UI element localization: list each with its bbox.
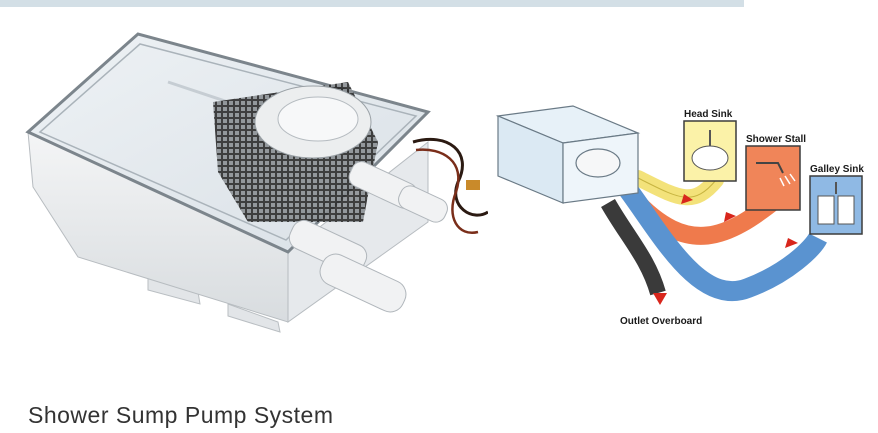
hose-outlet [601, 199, 666, 296]
hose-blue [615, 176, 827, 301]
label-head-sink: Head Sink [684, 109, 733, 120]
figure-caption: Shower Sump Pump System [28, 402, 334, 428]
sump-pump-photo [25, 32, 488, 333]
label-shower-stall: Shower Stall [746, 134, 806, 145]
plumbing-diagram: Head Sink Shower Stall Galley Sink Outle… [495, 105, 864, 327]
galley-sink-icon [809, 175, 863, 235]
label-outlet-overboard: Outlet Overboard [620, 316, 702, 327]
sump-box [495, 105, 641, 204]
head-sink-icon [683, 120, 737, 182]
label-galley-sink: Galley Sink [810, 164, 864, 175]
shower-stall-icon [745, 145, 801, 211]
top-band [0, 0, 744, 7]
flow-arrows [653, 194, 798, 305]
